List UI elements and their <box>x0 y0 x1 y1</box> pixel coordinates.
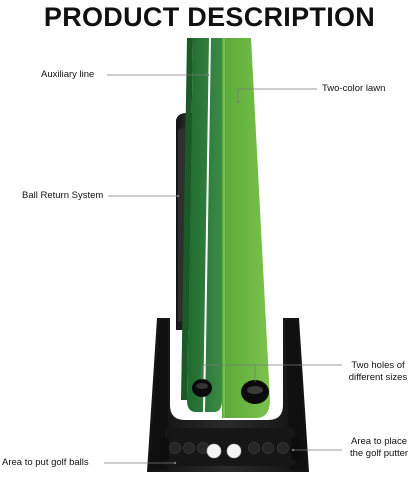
golf-holes <box>192 379 269 404</box>
golf-ball-area <box>160 428 300 466</box>
putter-area-label: Area to place the golf putter <box>342 436 416 460</box>
putter-area-label-line2: the golf putter <box>349 448 409 459</box>
two-holes-label-line2: different sizes <box>348 372 408 383</box>
ball-slot <box>262 442 274 454</box>
callout-dots <box>173 73 295 465</box>
light-green-lawn <box>222 38 270 418</box>
page-title: PRODUCT DESCRIPTION <box>43 2 376 32</box>
ball-slot <box>248 442 260 454</box>
putter-area-label-line1: Area to place <box>351 436 407 447</box>
ball-area-label: Area to put golf balls <box>2 457 89 468</box>
ball-slot <box>169 442 181 454</box>
two-holes-label: Two holes of different sizes <box>342 360 414 384</box>
auxiliary-line-label: Auxiliary line <box>41 69 95 80</box>
golf-ball <box>206 443 222 459</box>
two-color-lawn-label: Two-color lawn <box>322 83 386 94</box>
auxiliary-line-center <box>203 37 211 413</box>
dark-green-lawn <box>187 38 222 412</box>
golf-ball <box>226 443 242 459</box>
callout-lines <box>104 74 342 464</box>
ball-return-label: Ball Return System <box>22 190 104 201</box>
two-holes-label-line1: Two holes of <box>351 360 405 371</box>
ball-slot <box>277 442 289 454</box>
ball-slot <box>183 442 195 454</box>
